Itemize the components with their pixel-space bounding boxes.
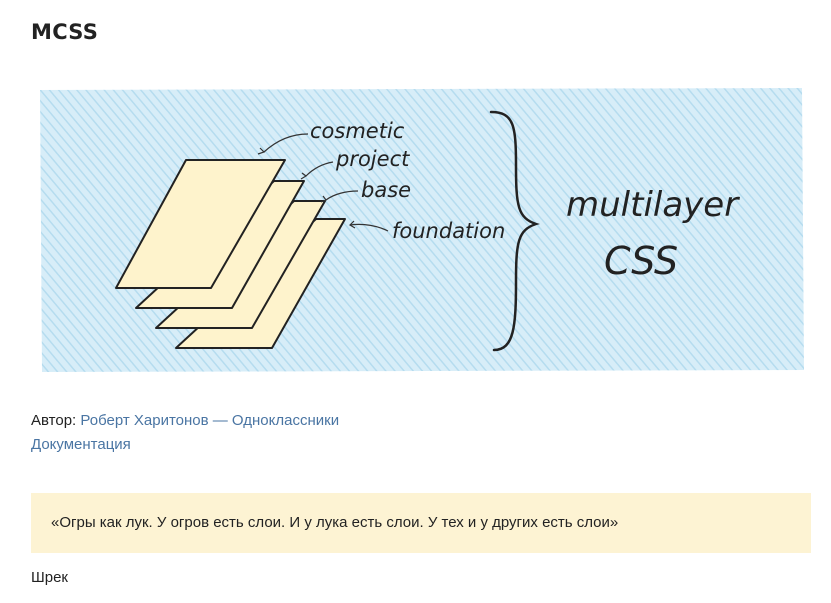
arrow-base [325, 190, 359, 201]
quote-text: «Огры как лук. У огров есть слои. И у лу… [51, 514, 619, 531]
caption-css: CSS [604, 239, 678, 283]
quote-block: «Огры как лук. У огров есть слои. И у лу… [31, 493, 811, 553]
page-title: MCSS [31, 20, 99, 44]
label-project: project [335, 147, 410, 171]
documentation-link[interactable]: Документация [31, 436, 131, 453]
label-cosmetic: cosmetic [310, 119, 405, 143]
curly-brace [489, 110, 540, 352]
arrow-cosmetic [263, 133, 309, 153]
documentation-line: Документация [31, 436, 131, 453]
arrow-cosmetic-head [257, 147, 266, 155]
layer-cosmetic [115, 159, 286, 289]
author-link[interactable]: Роберт Харитонов — Одноклассники [80, 412, 340, 429]
multilayer-css-diagram: cosmetic project base foundation multila… [40, 88, 804, 372]
label-arrows [257, 133, 389, 232]
caption-multilayer: multilayer [566, 185, 740, 225]
label-foundation: foundation [392, 219, 505, 243]
layer-stack [115, 159, 346, 349]
arrow-foundation-head [349, 220, 356, 229]
quote-source: Шрек [31, 569, 68, 586]
label-base: base [361, 178, 411, 202]
author-line: Автор: Роберт Харитонов — Одноклассники [31, 412, 339, 429]
arrow-base-head [320, 195, 327, 203]
arrow-foundation [349, 223, 389, 232]
arrow-project-head [300, 172, 308, 180]
arrow-project [305, 161, 334, 177]
author-label: Автор: [31, 412, 77, 429]
mcss-illustration: cosmetic project base foundation multila… [36, 86, 806, 374]
